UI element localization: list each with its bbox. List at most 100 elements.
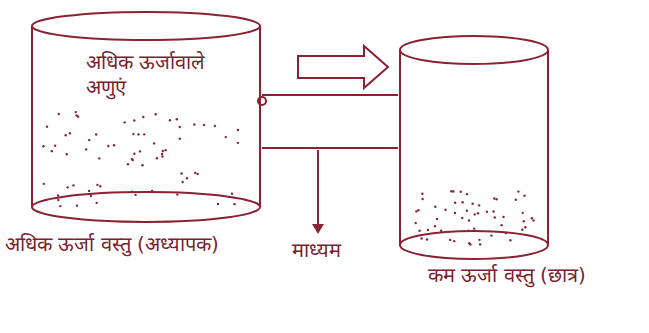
molecule-dot: [131, 158, 133, 160]
molecule-dot: [164, 149, 166, 151]
molecule-dot: [133, 119, 135, 121]
molecule-dot: [142, 116, 144, 118]
molecule-dot: [85, 148, 87, 150]
leader-arrowhead: [312, 224, 324, 234]
molecule-dot: [42, 145, 44, 147]
molecule-dot: [493, 197, 495, 199]
molecule-dot: [444, 209, 446, 211]
molecule-dot: [179, 126, 181, 128]
molecule-dot: [453, 240, 455, 242]
molecule-dot: [72, 184, 74, 186]
molecule-dot: [51, 150, 53, 152]
molecule-label: अधिक ऊर्जावाले अणुएं: [86, 50, 236, 100]
molecule-dot: [59, 205, 61, 207]
medium-label: माध्यम: [292, 238, 402, 263]
molecule-dot: [532, 219, 534, 221]
molecule-dot: [509, 239, 511, 241]
molecule-dot: [515, 199, 517, 201]
molecule-dot: [141, 164, 143, 166]
molecule-dot: [176, 118, 178, 120]
molecule-dot: [225, 136, 227, 138]
molecule-dot: [471, 203, 473, 205]
molecule-dot: [75, 114, 77, 116]
molecule-dot: [500, 224, 502, 226]
molecule-dot: [98, 157, 100, 159]
molecule-dot: [426, 238, 428, 240]
molecule-dot: [421, 198, 423, 200]
molecule-dot: [181, 181, 183, 183]
molecule-dot: [57, 199, 59, 201]
molecule-dot: [214, 125, 216, 127]
molecule-dot: [217, 203, 219, 205]
molecule-dot: [127, 163, 129, 165]
molecule-dot: [460, 191, 462, 193]
molecule-dot: [58, 113, 60, 115]
molecule-dot: [237, 129, 239, 131]
molecule-dot: [95, 133, 97, 135]
molecule-dot: [88, 190, 90, 192]
molecule-dot: [436, 218, 438, 220]
molecule-dot: [66, 186, 68, 188]
molecule-dot: [478, 204, 480, 206]
molecule-dot: [66, 153, 68, 155]
molecule-dot: [90, 195, 92, 197]
molecule-dot: [474, 213, 476, 215]
molecule-dot: [468, 219, 470, 221]
container-cylinder: कम ऊर्जा वस्तु (छात्र): [398, 35, 550, 261]
molecule-dot: [162, 150, 164, 152]
molecule-dot: [88, 139, 90, 141]
molecule-dot: [492, 210, 494, 212]
molecule-dot: [231, 193, 233, 195]
cylinder-outline: [30, 10, 262, 225]
cylinder-outline: [398, 35, 550, 261]
molecule-dot: [421, 193, 423, 195]
molecule-dot: [134, 194, 136, 196]
molecule-dot: [179, 137, 181, 139]
molecule-dot: [99, 185, 101, 187]
molecule-dot: [466, 193, 468, 195]
molecule-dot: [193, 123, 195, 125]
molecule-dot: [186, 177, 188, 179]
molecule-dot: [531, 217, 533, 219]
molecule-dot: [194, 172, 196, 174]
molecule-dot: [495, 198, 497, 200]
molecule-dot: [427, 229, 429, 231]
molecule-dot: [461, 201, 463, 203]
leader-line: [317, 150, 319, 232]
molecule-dot: [521, 229, 523, 231]
molecule-dot: [132, 133, 134, 135]
molecule-dot: [123, 121, 125, 123]
molecule-dot: [107, 145, 109, 147]
molecule-dot: [502, 216, 504, 218]
molecule-dot: [196, 173, 198, 175]
molecule-dot: [517, 190, 519, 192]
molecule-dot: [75, 111, 77, 113]
molecule-dot: [454, 212, 456, 214]
molecule-dot: [169, 119, 171, 121]
molecule-dot: [415, 210, 417, 212]
molecule-dot: [203, 124, 205, 126]
molecule-dot: [461, 217, 463, 219]
molecule-dot: [434, 225, 436, 227]
molecule-dot: [156, 157, 158, 159]
molecule-dot: [469, 243, 471, 245]
molecule-dot: [139, 150, 141, 152]
molecule-dot: [414, 222, 416, 224]
molecule-dot: [161, 155, 163, 157]
molecule-dot: [176, 193, 178, 195]
molecule-dot: [154, 113, 156, 115]
molecule-dot: [449, 239, 451, 241]
molecule-dot: [153, 142, 155, 144]
molecule-dot: [434, 206, 436, 208]
molecule-dot: [420, 237, 422, 239]
molecule-dot: [490, 234, 492, 236]
molecule-dot: [473, 227, 475, 229]
molecule-dot: [523, 220, 525, 222]
molecule-dot: [64, 134, 66, 136]
molecule-dot: [54, 145, 56, 147]
molecule-dot: [143, 133, 145, 135]
molecule-dot: [180, 172, 182, 174]
molecule-dot: [46, 125, 48, 127]
molecule-dot: [113, 144, 115, 146]
